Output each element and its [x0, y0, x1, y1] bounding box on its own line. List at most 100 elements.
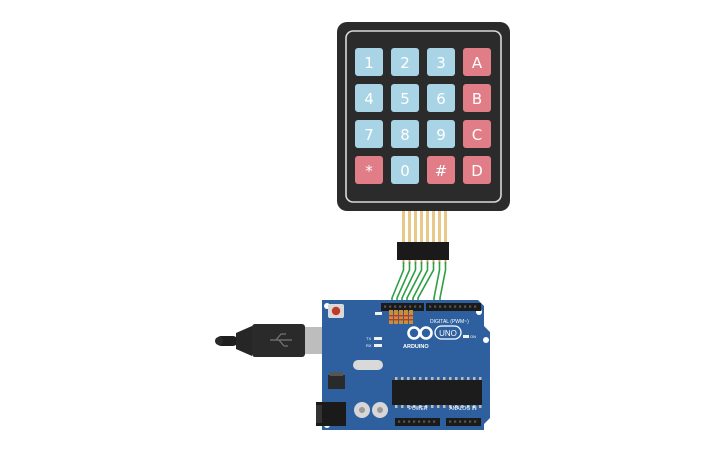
keypad-key-label: 2	[400, 54, 410, 72]
keypad-key-face	[391, 84, 419, 112]
connector-pin	[426, 258, 429, 264]
pin-hole	[389, 305, 392, 308]
ribbon-pin	[414, 211, 417, 243]
led-l	[375, 312, 382, 315]
pin-hole	[454, 305, 457, 308]
chip-pin	[407, 377, 410, 380]
pin-hole	[384, 305, 387, 308]
chip-pin	[443, 405, 446, 408]
ribbon-pin	[420, 211, 423, 243]
pin-hole	[469, 420, 472, 423]
pin-hole	[459, 305, 462, 308]
keypad-key[interactable]: 2	[391, 48, 419, 76]
usb-cable-end	[215, 337, 223, 345]
connector-pin	[420, 258, 423, 264]
keypad-key-label: 4	[364, 90, 374, 108]
jumper-wire[interactable]	[439, 262, 447, 306]
pin-hole	[403, 420, 406, 423]
keypad-key[interactable]: 9	[427, 120, 455, 148]
digital-header-left	[381, 303, 424, 311]
tx-label: TX	[366, 336, 371, 341]
chip-pin	[461, 405, 464, 408]
keypad-key-face	[463, 156, 491, 184]
reset-button[interactable]	[331, 306, 341, 316]
keypad-key-label: 5	[400, 90, 410, 108]
chip-pin	[395, 377, 398, 380]
usb-cable[interactable]	[215, 324, 334, 357]
keypad-key[interactable]: 7	[355, 120, 383, 148]
pin-hole	[474, 305, 477, 308]
keypad-key-face	[355, 84, 383, 112]
ribbon-pin	[426, 211, 429, 243]
keypad-header-connector	[397, 242, 449, 260]
keypad-key-face	[355, 120, 383, 148]
pin-hole	[398, 420, 401, 423]
chip-pin	[425, 405, 428, 408]
mounting-hole	[483, 337, 489, 343]
keypad-key[interactable]: C	[463, 120, 491, 148]
keypad-key-face	[463, 84, 491, 112]
jumper-wire[interactable]	[433, 262, 441, 306]
keypad-key-face	[463, 120, 491, 148]
chip-pin	[419, 405, 422, 408]
keypad-key[interactable]: 1	[355, 48, 383, 76]
keypad-key[interactable]: 3	[427, 48, 455, 76]
keypad-key-label: 9	[436, 126, 446, 144]
connector-pin	[432, 258, 435, 264]
keypad-key-face	[391, 48, 419, 76]
usb-logo-icon	[270, 333, 292, 347]
chip-pin	[443, 377, 446, 380]
keypad-key[interactable]: 5	[391, 84, 419, 112]
keypad-key-face	[463, 48, 491, 76]
keypad-key[interactable]: 8	[391, 120, 419, 148]
arduino-uno-board[interactable]: DIGITAL (PWM~) TX RX ON ARDUINO UNO	[316, 300, 490, 430]
pin-hole	[474, 420, 477, 423]
pin-hole	[449, 305, 452, 308]
pin-hole	[469, 305, 472, 308]
chip-pin	[419, 377, 422, 380]
ribbon-pin	[444, 211, 447, 243]
pin-hole	[414, 305, 417, 308]
keypad-key[interactable]: *	[355, 156, 383, 184]
arduino-infinity-logo-icon	[407, 326, 433, 340]
chip-pin	[413, 405, 416, 408]
keypad-key[interactable]: 0	[391, 156, 419, 184]
led-tx	[374, 337, 382, 340]
pin-hole	[454, 420, 457, 423]
regulator-tab	[330, 372, 343, 376]
connector-pin	[408, 258, 411, 264]
jumper-wires	[391, 262, 447, 306]
pin-hole	[418, 420, 421, 423]
chip-pin	[473, 377, 476, 380]
capacitor-top	[377, 407, 383, 413]
ribbon-pin	[408, 211, 411, 243]
chip-pin	[479, 405, 482, 408]
power-header	[395, 418, 440, 426]
led-rx	[374, 344, 382, 347]
keypad-key-face	[427, 120, 455, 148]
uno-badge	[434, 325, 462, 340]
pin-hole	[404, 305, 407, 308]
pin-hole	[394, 305, 397, 308]
crystal-oscillator	[353, 360, 383, 370]
pin-hole	[413, 420, 416, 423]
keypad-key[interactable]: #	[427, 156, 455, 184]
keypad-key[interactable]: 6	[427, 84, 455, 112]
keypad-key-label: 3	[436, 54, 446, 72]
atmega-chip-pins	[395, 377, 482, 408]
pin-hole	[409, 305, 412, 308]
chip-pin	[455, 405, 458, 408]
chip-pin	[467, 405, 470, 408]
keypad-key[interactable]: D	[463, 156, 491, 184]
keypad-key[interactable]: B	[463, 84, 491, 112]
pin-hole	[399, 305, 402, 308]
keypad-key-label: A	[472, 54, 483, 72]
keypad-key-label: D	[471, 162, 483, 180]
keypad-key[interactable]: 4	[355, 84, 383, 112]
ribbon-pin	[432, 211, 435, 243]
dc-power-jack-face	[316, 405, 322, 423]
keypad-key[interactable]: A	[463, 48, 491, 76]
chip-pin	[431, 405, 434, 408]
